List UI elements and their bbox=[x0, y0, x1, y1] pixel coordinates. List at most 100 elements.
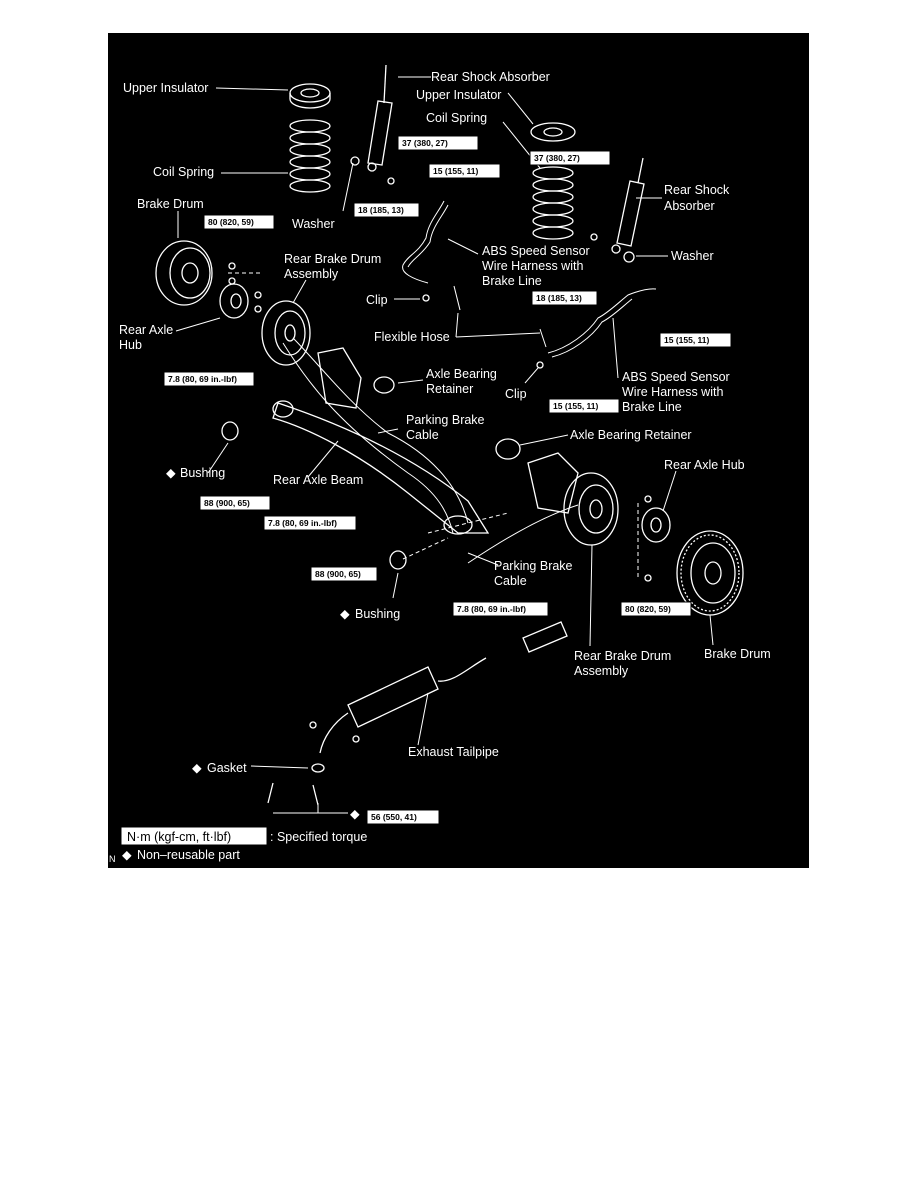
label-parking-brake-cable-right-2: Cable bbox=[494, 574, 527, 588]
rear-brake-drum-assembly-right-part bbox=[563, 472, 619, 546]
axle-bearing-retainer-right-part bbox=[495, 438, 521, 460]
leader-lines bbox=[175, 76, 714, 814]
legend-torque-text: : Specified torque bbox=[270, 830, 367, 844]
exhaust-tailpipe-part bbox=[311, 621, 568, 773]
label-abs-right-1: ABS Speed Sensor bbox=[622, 370, 730, 384]
label-parking-brake-cable-left-1: Parking Brake bbox=[406, 413, 485, 427]
torque-15-right-text: 15 (155, 11) bbox=[664, 335, 710, 345]
label-upper-insulator-right: Upper Insulator bbox=[416, 88, 501, 102]
label-parking-brake-cable-right-1: Parking Brake bbox=[494, 559, 573, 573]
clip-top-part bbox=[422, 294, 430, 302]
nonreusable-symbol-exhaust-bolt: ◆ bbox=[350, 807, 360, 821]
torque-56-text: 56 (550, 41) bbox=[371, 812, 417, 822]
torque-15-bottom: 15 (155, 11) bbox=[548, 398, 620, 414]
coil-spring-right-part bbox=[532, 166, 574, 240]
flexible-hose-left-part bbox=[453, 285, 461, 311]
torque-78-mid: 7.8 (80, 69 in.-lbf) bbox=[263, 515, 357, 531]
abs-harness-left-part-2 bbox=[407, 204, 449, 268]
torque-37-right-text: 37 (380, 27) bbox=[534, 153, 580, 163]
label-rear-brake-drum-right-2: Assembly bbox=[574, 664, 629, 678]
rear-shock-absorber-top-part bbox=[350, 64, 395, 185]
torque-78-left: 7.8 (80, 69 in.-lbf) bbox=[163, 371, 255, 387]
parking-brake-cable-left-part-2 bbox=[282, 342, 454, 534]
torque-18-right-text: 18 (185, 13) bbox=[536, 293, 582, 303]
torque-56: 56 (550, 41) bbox=[366, 809, 440, 825]
label-brake-drum-right: Brake Drum bbox=[704, 647, 771, 661]
legend-nonreusable-symbol: ◆ bbox=[122, 848, 132, 862]
label-abs-left-3: Brake Line bbox=[482, 274, 542, 288]
upper-insulator-right-part bbox=[530, 122, 576, 142]
rear-axle-beam-part bbox=[272, 347, 579, 535]
label-rear-brake-drum-right-1: Rear Brake Drum bbox=[574, 649, 671, 663]
upper-insulator-left-part bbox=[289, 83, 331, 109]
flexible-hose-right-part bbox=[539, 328, 547, 348]
label-bushing-right: Bushing bbox=[355, 607, 400, 621]
coil-spring-left-part bbox=[289, 119, 331, 193]
nonreusable-symbol-gasket: ◆ bbox=[192, 761, 202, 775]
label-rear-axle-hub-left-2: Hub bbox=[119, 338, 142, 352]
label-rear-axle-hub-right: Rear Axle Hub bbox=[664, 458, 745, 472]
rear-brake-drum-assembly-left-part bbox=[261, 300, 311, 366]
label-clip-top: Clip bbox=[366, 293, 388, 307]
label-rear-shock-right-1: Rear Shock bbox=[664, 183, 730, 197]
label-flexible-hose: Flexible Hose bbox=[374, 330, 450, 344]
torque-78-bottom: 7.8 (80, 69 in.-lbf) bbox=[452, 601, 549, 617]
torque-15-bottom-text: 15 (155, 11) bbox=[553, 401, 599, 411]
torque-78-mid-text: 7.8 (80, 69 in.-lbf) bbox=[268, 518, 337, 528]
bushing-right-part bbox=[389, 550, 407, 570]
label-abs-right-3: Brake Line bbox=[622, 400, 682, 414]
label-washer-left: Washer bbox=[292, 217, 335, 231]
torque-37-left: 37 (380, 27) bbox=[397, 135, 479, 151]
label-axle-bearing-retainer-left-1: Axle Bearing bbox=[426, 367, 497, 381]
abs-harness-left-part bbox=[402, 200, 445, 284]
torque-78-left-text: 7.8 (80, 69 in.-lbf) bbox=[168, 374, 237, 384]
legend: N·m (kgf-cm, ft·lbf) : Specified torque … bbox=[109, 826, 367, 864]
parking-brake-cable-left-part bbox=[292, 337, 469, 524]
nonreusable-symbol-bushing-right: ◆ bbox=[340, 607, 350, 621]
torque-88-left: 88 (900, 65) bbox=[199, 495, 271, 511]
torque-88-left-text: 88 (900, 65) bbox=[204, 498, 250, 508]
label-bushing-left: Bushing bbox=[180, 466, 225, 480]
rear-shock-absorber-right-part bbox=[590, 157, 645, 263]
legend-torque-box bbox=[120, 826, 268, 846]
torque-78-bottom-text: 7.8 (80, 69 in.-lbf) bbox=[457, 604, 526, 614]
axle-bearing-retainer-left-part bbox=[373, 376, 395, 394]
alignment-lines bbox=[228, 272, 639, 578]
torque-88-right: 88 (900, 65) bbox=[310, 566, 378, 582]
brake-drum-left-part bbox=[155, 240, 236, 306]
label-abs-right-2: Wire Harness with bbox=[622, 385, 723, 399]
rear-axle-hub-right-part bbox=[641, 495, 671, 582]
torque-80-right-text: 80 (820, 59) bbox=[625, 604, 671, 614]
torque-18-left: 18 (185, 13) bbox=[353, 202, 420, 218]
corner-mark: N bbox=[109, 854, 116, 864]
label-washer-right: Washer bbox=[671, 249, 714, 263]
torque-18-right: 18 (185, 13) bbox=[531, 290, 598, 306]
label-rear-axle-beam: Rear Axle Beam bbox=[273, 473, 363, 487]
label-coil-spring-right: Coil Spring bbox=[426, 111, 487, 125]
label-abs-left-2: Wire Harness with bbox=[482, 259, 583, 273]
abs-harness-right-part bbox=[547, 288, 657, 354]
torque-37-left-text: 37 (380, 27) bbox=[402, 138, 448, 148]
nonreusable-symbol-bushing-left: ◆ bbox=[166, 466, 176, 480]
abs-harness-right-part-2 bbox=[551, 298, 633, 358]
legend-nonreusable-text: Non–reusable part bbox=[137, 848, 240, 862]
label-rear-shock-right-2: Absorber bbox=[664, 199, 715, 213]
torque-88-right-text: 88 (900, 65) bbox=[315, 569, 361, 579]
label-rear-brake-drum-left-1: Rear Brake Drum bbox=[284, 252, 381, 266]
torque-15-top: 15 (155, 11) bbox=[428, 163, 501, 179]
label-rear-axle-hub-left-1: Rear Axle bbox=[119, 323, 173, 337]
label-brake-drum-left: Brake Drum bbox=[137, 197, 204, 211]
label-axle-bearing-retainer-left-2: Retainer bbox=[426, 382, 473, 396]
rear-axle-hub-left-part bbox=[219, 283, 262, 319]
torque-80-right: 80 (820, 59) bbox=[620, 601, 692, 617]
legend-torque-box-text: N·m (kgf-cm, ft·lbf) bbox=[127, 830, 231, 844]
label-upper-insulator-left: Upper Insulator bbox=[123, 81, 208, 95]
label-rear-shock-absorber-top: Rear Shock Absorber bbox=[431, 70, 550, 84]
torque-80-left-text: 80 (820, 59) bbox=[208, 217, 254, 227]
label-clip-bottom: Clip bbox=[505, 387, 527, 401]
label-coil-spring-left: Coil Spring bbox=[153, 165, 214, 179]
torque-18-left-text: 18 (185, 13) bbox=[358, 205, 404, 215]
label-rear-brake-drum-left-2: Assembly bbox=[284, 267, 339, 281]
torque-15-right: 15 (155, 11) bbox=[659, 332, 732, 348]
torque-37-right: 37 (380, 27) bbox=[529, 150, 611, 166]
